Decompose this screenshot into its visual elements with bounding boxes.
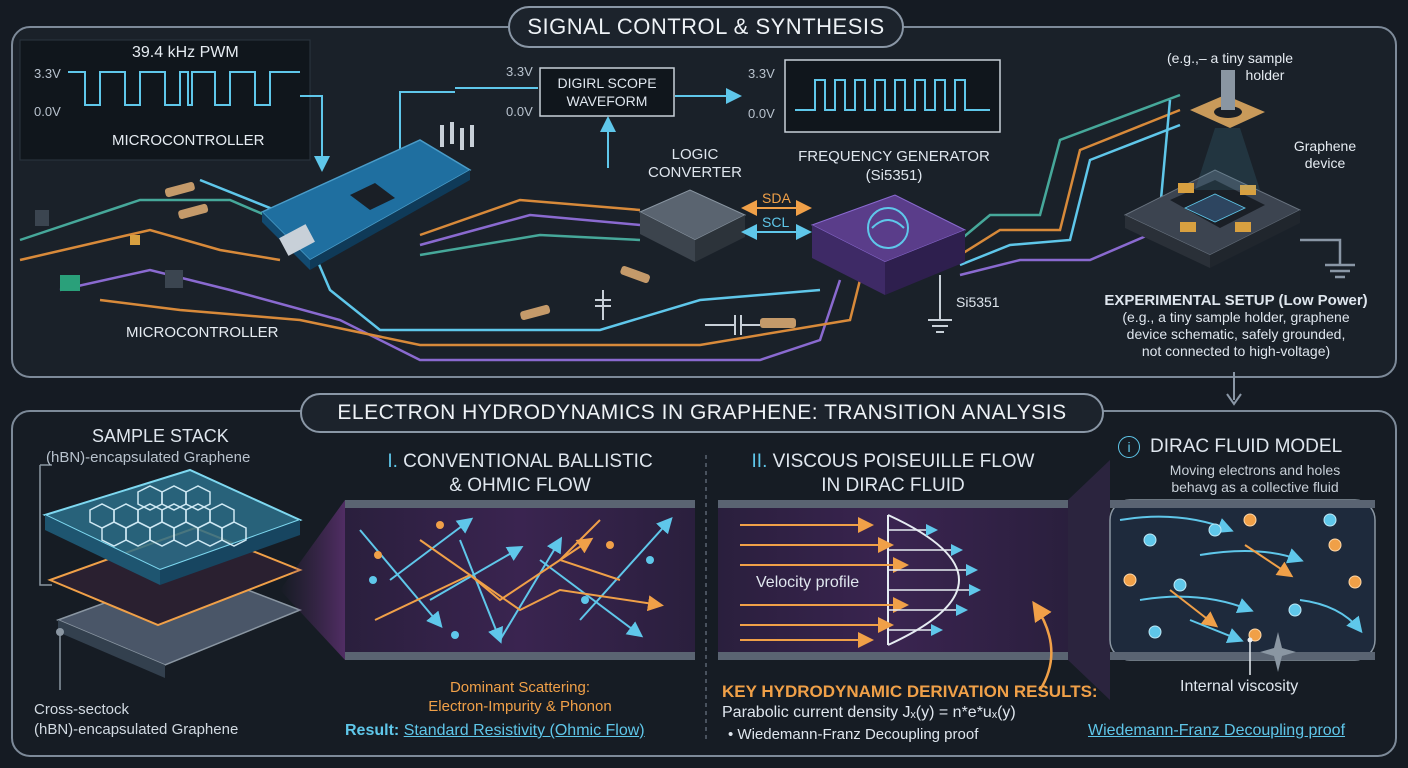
digital-scope-low: 0.0V [506,104,533,119]
panel1-title-line2: & OHMIC FLOW [449,475,591,496]
panel1-scattering: Dominant Scattering: Electron-Impurity &… [345,678,695,716]
channel-dirac-fluid [1068,460,1376,700]
pwm-frequency-label: 39.4 kHz PWM [132,44,239,61]
scl-label: SCL [762,214,790,230]
sample-holder-label: (e.g.,– a tiny sample holder [1150,50,1310,84]
freq-scope-high: 3.3V [748,66,775,81]
digital-scope-box [539,67,675,117]
velocity-profile-label: Velocity profile [756,574,860,591]
digital-scope-high: 3.3V [506,64,533,79]
wiedemann-franz-link[interactable]: Wiedemann-Franz Decoupling proof [1088,722,1346,739]
zoom-projection-left [280,500,345,660]
experimental-setup-line2: device schematic, safely grounded, [1126,326,1346,342]
microcontroller-label: MICROCONTROLLER [126,324,279,341]
sample-stack-layers [39,464,303,690]
cross-section-line2: (hBN)-encapsulated Graphene [34,721,239,738]
frequency-generator-chip [810,194,967,295]
cross-section-label: Cross-sectock (hBN)-encapsulated Graphen… [34,700,238,740]
dirac-desc-line1: Moving electrons and holes [1169,462,1341,478]
current-density-formula: Parabolic current density Jₓ(y) = n*e*uₓ… [722,704,1016,721]
panel1-numeral: I. [387,451,398,472]
sda-label: SDA [762,190,791,206]
bottom-section-title: ELECTRON HYDRODYNAMICS IN GRAPHENE: TRAN… [300,393,1104,433]
panel1-result-label: Result: [345,722,400,739]
graphene-device-line1: Graphene [1293,138,1357,154]
sample-stack-subtitle: (hBN)-encapsulated Graphene [46,449,251,466]
top-section-title: SIGNAL CONTROL & SYNTHESIS [508,6,904,48]
panel1-title-line1: CONVENTIONAL BALLISTIC [397,451,653,472]
panel2-numeral: II. [751,451,768,472]
sample-stack-title: SAMPLE STACK [92,426,229,446]
digital-scope-label: DIGIRL SCOPE WAVEFORM [540,74,674,110]
internal-viscosity-label: Internal viscosity [1180,678,1299,695]
pwm-high-level: 3.3V [34,66,61,81]
experimental-setup-line1: (e.g., a tiny sample holder, graphene [1122,309,1350,325]
freq-scope-low: 0.0V [748,106,775,121]
graphene-device-label: Graphene device [1280,138,1370,172]
panel2-title: II. VISCOUS POISEUILLE FLOW IN DIRAC FLU… [718,450,1068,498]
digital-scope-label-line2: WAVEFORM [566,93,648,109]
pwm-waveform [68,71,300,106]
panel1-scatter-line2: Electron-Impurity & Phonon [428,698,612,715]
pwm-low-level: 0.0V [34,104,61,119]
panel1-title: I. CONVENTIONAL BALLISTIC & OHMIC FLOW [345,450,695,498]
dirac-fluid-title: DIRAC FLUID MODEL [1150,436,1343,457]
digital-scope-label-line1: DIGIRL SCOPE [557,75,657,91]
cross-section-line1: Cross-sectock [34,701,130,718]
panel2-title-line1: VISCOUS POISEUILLE FLOW [767,451,1035,472]
experimental-setup-text: EXPERIMENTAL SETUP (Low Power) (e.g., a … [1090,292,1382,360]
frequency-generator-line2: (Si5351) [865,167,923,184]
frequency-waveform [795,79,990,111]
panel1-result: Result: Standard Resistivity (Ohmic Flow… [345,722,645,740]
dirac-fluid-desc: Moving electrons and holes behavg as a c… [1130,462,1380,496]
components [35,181,952,335]
panel1-scatter-line1: Dominant Scattering: [449,679,591,696]
logic-converter-line2: CONVERTER [648,164,742,181]
standard-resistivity-link[interactable]: Standard Resistivity (Ohmic Flow) [403,722,645,739]
graphene-device-line2: device [1304,155,1346,171]
logic-converter-line1: LOGIC [671,146,719,163]
logic-converter-label: LOGIC CONVERTER [640,146,750,182]
pwm-scope-caption: MICROCONTROLLER [112,132,265,149]
frequency-scope-screen [784,59,1001,133]
sample-holder-line2: holder [1245,67,1285,83]
dirac-desc-line2: behavg as a collective fluid [1171,479,1339,495]
panel2-title-line2: IN DIRAC FLUID [821,475,965,496]
experimental-setup-device [1123,70,1302,268]
info-icon[interactable]: i [1118,436,1140,458]
sample-holder-line1: (e.g.,– a tiny sample [1166,50,1294,66]
experimental-setup-line3: not connected to high-voltage) [1141,343,1331,359]
wf-bullet: • Wiedemann-Franz Decoupling proof [728,726,979,743]
microcontroller-board [260,122,474,270]
experimental-setup-title: EXPERIMENTAL SETUP (Low Power) [1104,292,1368,309]
si5351-label: Si5351 [956,294,1000,310]
key-results-title: KEY HYDRODYNAMIC DERIVATION RESULTS: [722,682,1098,701]
frequency-generator-label: FREQUENCY GENERATOR (Si5351) [786,147,1002,185]
channel-poiseuille [718,500,1068,691]
channel-ohmic [345,500,695,660]
frequency-generator-line1: FREQUENCY GENERATOR [798,148,990,165]
